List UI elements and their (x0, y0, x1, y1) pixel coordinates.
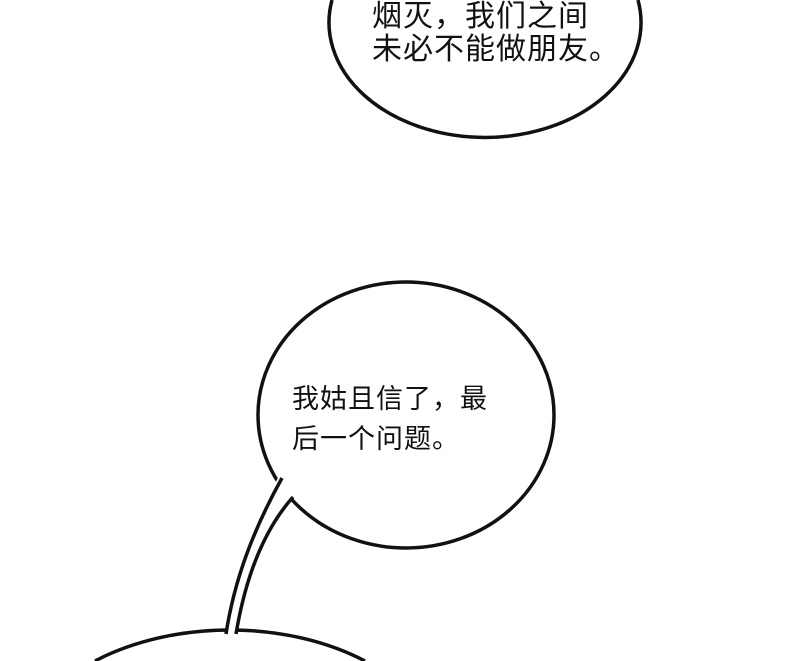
dialogue-line: 我姑且信了，最 (292, 384, 488, 415)
bubble-tail-right-edge (234, 495, 295, 635)
dialogue-line: 烟灭，我们之间 (372, 0, 589, 34)
bubble-tail-fill (226, 474, 296, 634)
bubble-tail-left-edge (224, 477, 284, 635)
speech-bubble-top (327, 0, 643, 140)
dialogue-line: 未必不能做朋友。 (372, 32, 620, 67)
dialogue-line: 后一个问题。 (292, 424, 460, 455)
speech-bubble-middle (256, 280, 556, 550)
